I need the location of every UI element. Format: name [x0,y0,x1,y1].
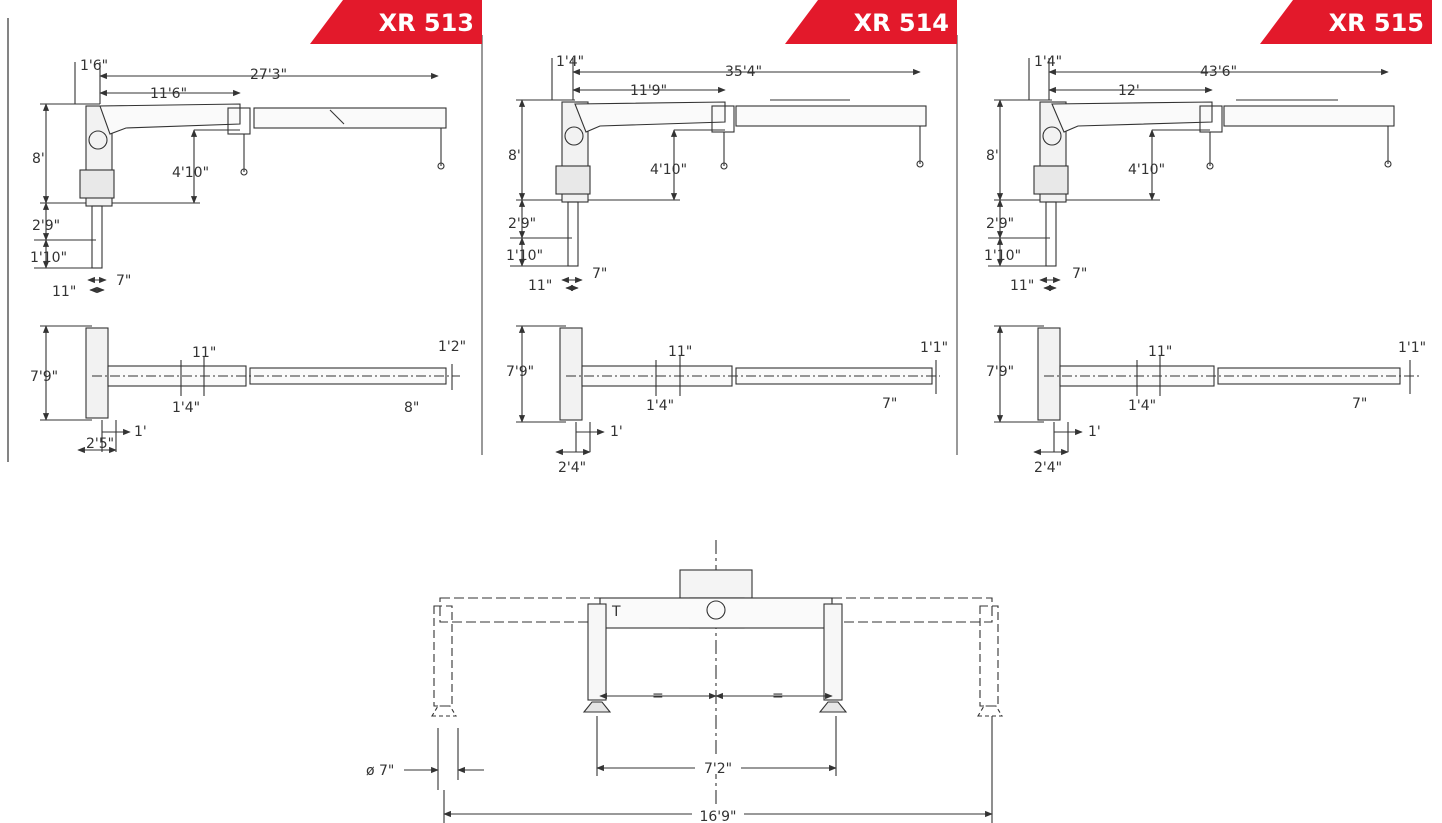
dim-inner-boom: 12' [1118,83,1140,99]
dim-base-1: 2'9" [508,216,536,232]
dim-inner-boom: 11'9" [630,83,667,99]
dim-foot-2: 7" [116,273,131,289]
plan-base-depth-1: 1' [134,424,147,440]
crane-plan-view [516,325,940,456]
panel-xr515: XR 515 [984,0,1432,476]
dim-base-2: 1'10" [30,250,67,266]
plan-base-depth-2: 2'4" [558,460,586,476]
front-equal-mark-left: = [652,688,664,704]
plan-tip-width-2: 8" [404,400,419,416]
plan-base-depth-2: 2'5" [86,436,114,452]
dim-height: 8' [986,148,999,164]
front-outer-span-label-bg [692,806,744,823]
dim-foot-1: 11" [1010,278,1034,294]
front-tray-mark: T [611,604,621,620]
dim-base-1: 2'9" [986,216,1014,232]
dim-reach: 35'4" [725,64,762,80]
model-tag-xr514 [785,0,957,44]
dim-hook-drop: 4'10" [1128,162,1165,178]
dim-base-2: 1'10" [506,248,543,264]
crane-side-view [988,58,1395,292]
dim-reach: 43'6" [1200,64,1237,80]
plan-boom-width-2: 1'4" [172,400,200,416]
front-view [404,540,1003,823]
dim-top-offset: 1'4" [556,54,584,70]
panel-xr513: XR 513 [30,0,482,454]
model-tag-xr515 [1260,0,1432,44]
plan-width: 7'9" [30,369,58,385]
plan-width: 7'9" [506,364,534,380]
dim-height: 8' [32,151,45,167]
plan-boom-width-2: 1'4" [646,398,674,414]
plan-boom-width-1: 11" [192,345,216,361]
dim-foot-1: 11" [528,278,552,294]
dim-top-offset: 1'4" [1034,54,1062,70]
plan-tip-width-1: 1'1" [1398,340,1426,356]
plan-tip-width-1: 1'1" [920,340,948,356]
dim-foot-2: 7" [1072,266,1087,282]
model-tag-label: XR 514 [854,9,949,37]
front-inner-span: 7'2" [704,761,732,777]
panel-xr514: XR 514 [506,0,957,476]
front-inner-span-label-bg [695,756,741,774]
dim-hook-drop: 4'10" [172,165,209,181]
dim-base-2: 1'10" [984,248,1021,264]
plan-tip-width-2: 7" [882,396,897,412]
plan-tip-width-1: 1'2" [438,339,466,355]
plan-boom-width-1: 11" [1148,344,1172,360]
plan-base-depth-2: 2'4" [1034,460,1062,476]
plan-boom-width-1: 11" [668,344,692,360]
front-outer-span: 16'9" [699,809,736,823]
plan-boom-width-2: 1'4" [1128,398,1156,414]
dim-foot-1: 11" [52,284,76,300]
dim-top-offset: 1'6" [80,58,108,74]
dim-base-1: 2'9" [32,218,60,234]
model-tag-label: XR 515 [1329,9,1424,37]
crane-plan-view [994,325,1420,456]
plan-tip-width-2: 7" [1352,396,1367,412]
dim-foot-2: 7" [592,266,607,282]
dim-reach: 27'3" [250,67,287,83]
dim-height: 8' [508,148,521,164]
crane-side-view [510,58,927,292]
front-pad-diameter: ø 7" [366,763,394,779]
dim-hook-drop: 4'10" [650,162,687,178]
dim-inner-boom: 11'6" [150,86,187,102]
crane-side-view [34,62,447,294]
plan-base-depth-1: 1' [1088,424,1101,440]
front-equal-mark-right: = [772,688,784,704]
plan-base-depth-1: 1' [610,424,623,440]
crane-plan-view [40,325,460,454]
model-tag-label: XR 513 [379,9,474,37]
model-tag-xr513 [310,0,482,44]
plan-width: 7'9" [986,364,1014,380]
